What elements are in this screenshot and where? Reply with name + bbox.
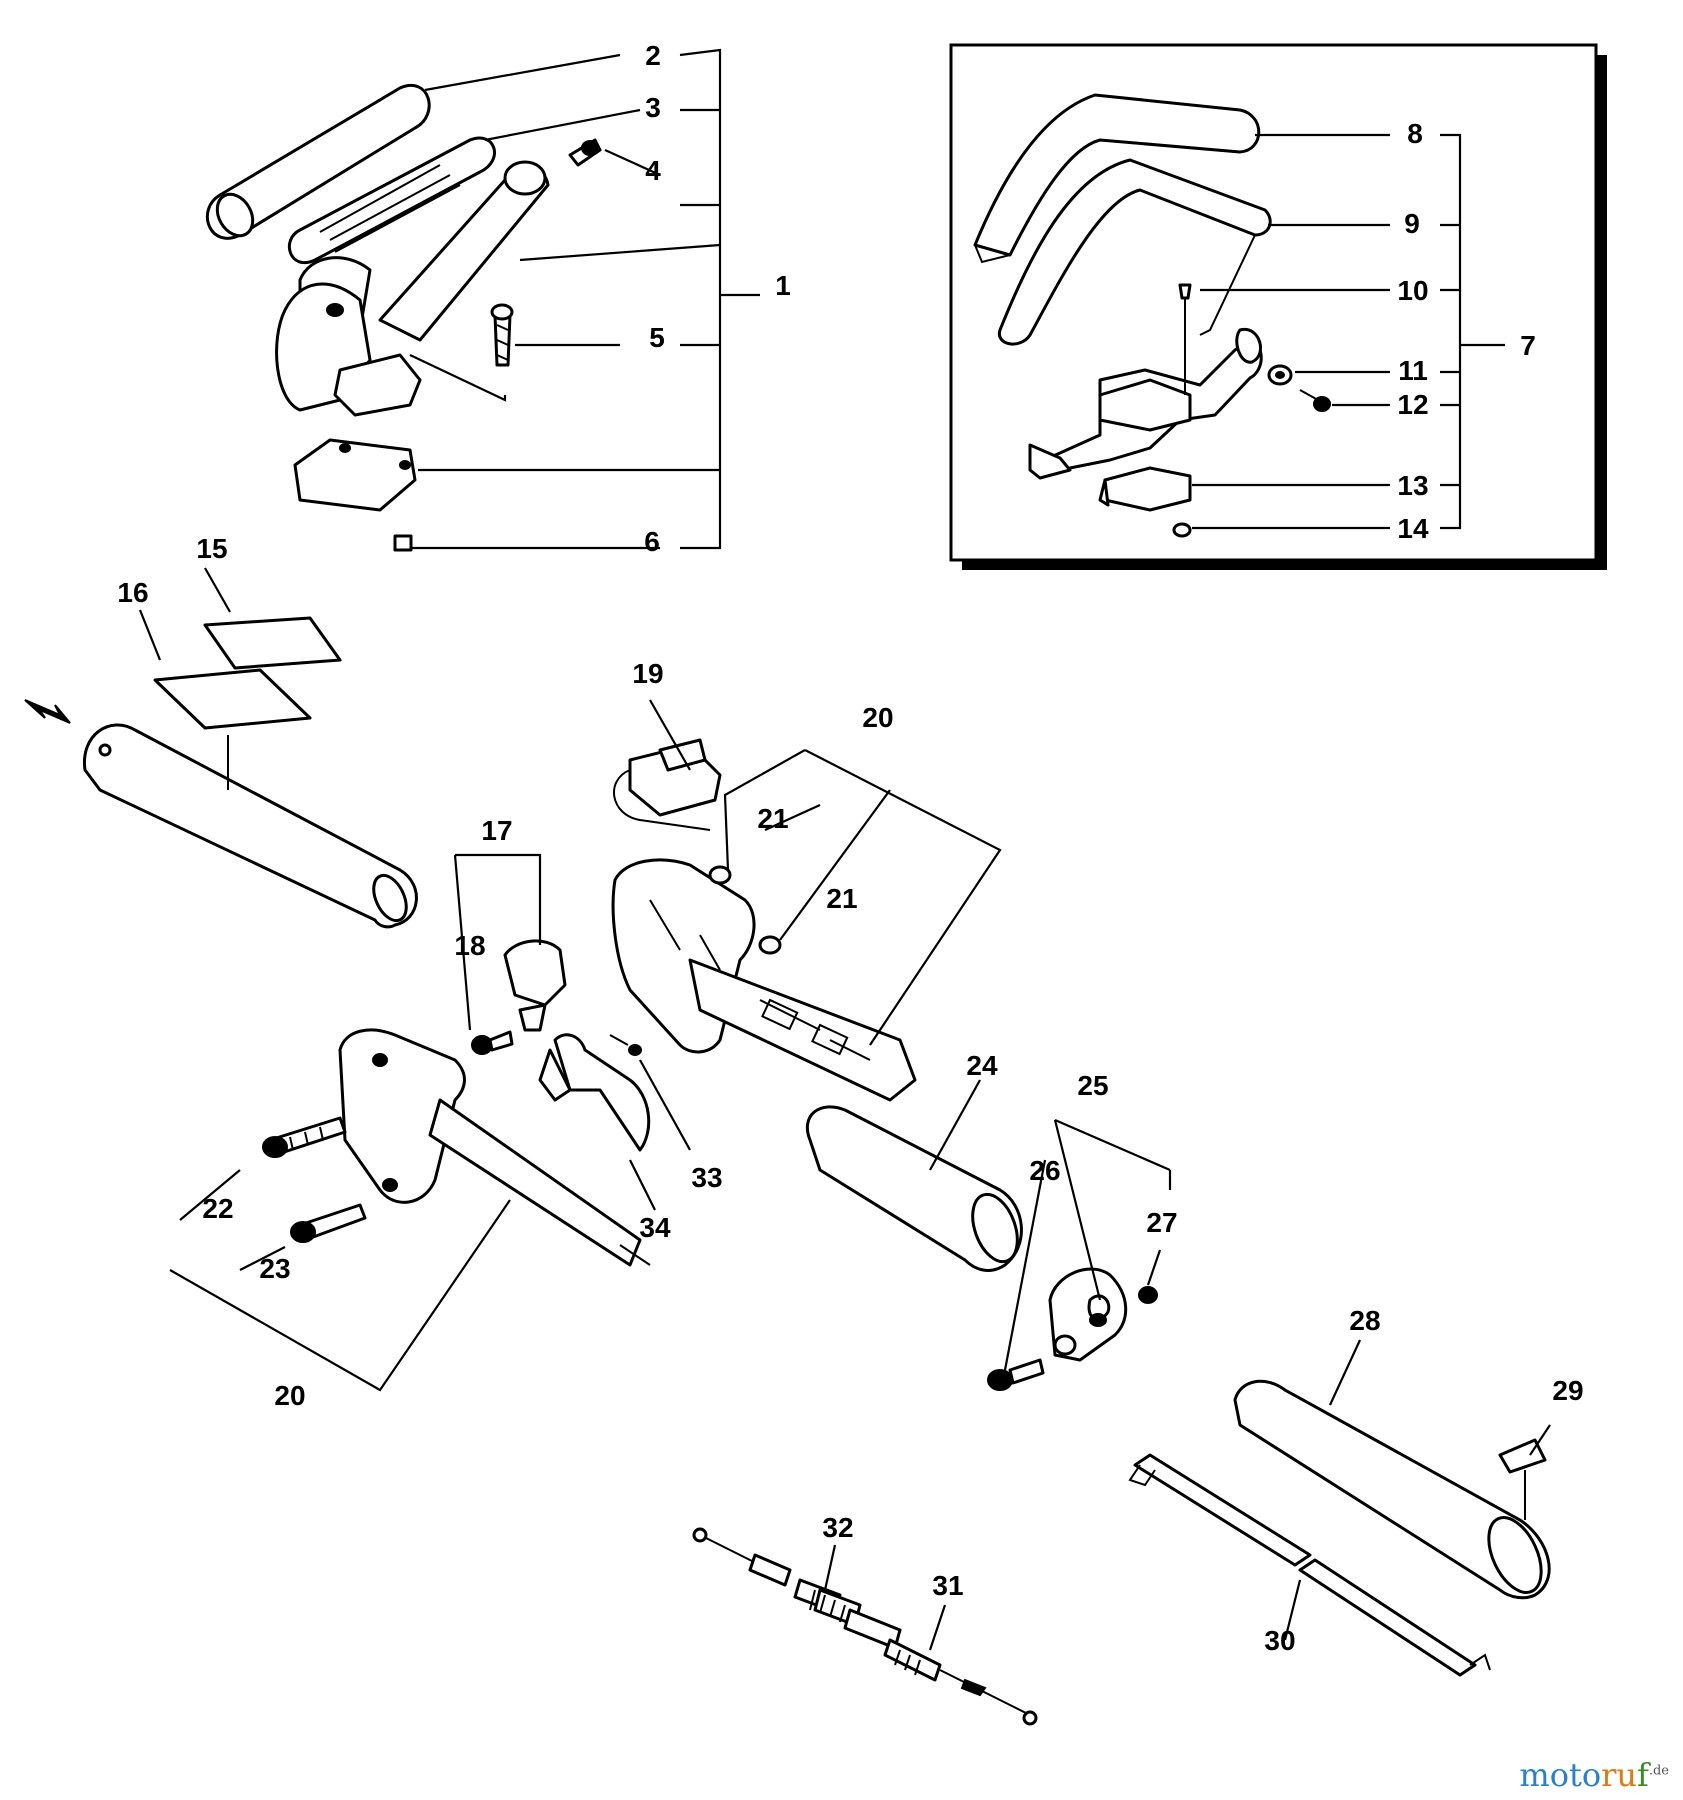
grip-sleeve xyxy=(205,84,431,240)
inset-screw xyxy=(1299,389,1331,412)
watermark-part2: ru xyxy=(1601,1756,1637,1794)
callout-34: 34 xyxy=(639,1212,671,1243)
decal-16 xyxy=(153,668,312,730)
callout-33: 33 xyxy=(691,1162,722,1193)
callout-25: 25 xyxy=(1077,1070,1108,1101)
cable-leaders xyxy=(823,1544,947,1651)
lower-tube-28 xyxy=(1233,1379,1551,1600)
callout-7: 7 xyxy=(1520,330,1536,361)
inset-handle-bracket xyxy=(1028,283,1263,512)
callout-21-left: 21 xyxy=(757,803,788,834)
handle-bolt-top xyxy=(568,138,602,167)
handle-clamp-upper xyxy=(333,353,422,417)
throttle-cable xyxy=(692,1527,1038,1726)
callout-labels: 1 2 3 4 5 6 7 8 9 10 11 12 13 14 15 16 1… xyxy=(117,40,1583,1656)
handle-housing-right xyxy=(611,858,917,1102)
throttle-housing-left xyxy=(338,1028,466,1204)
spring-33 xyxy=(609,1034,642,1056)
watermark-part1: moto xyxy=(1519,1756,1602,1794)
clamp-25 xyxy=(1048,1267,1128,1362)
drive-shaft-30 xyxy=(1128,1453,1491,1677)
callout-23: 23 xyxy=(259,1253,290,1284)
callout-6: 6 xyxy=(644,526,660,557)
callout-31: 31 xyxy=(932,1570,963,1601)
callout-11: 11 xyxy=(1398,355,1428,386)
callout-4: 4 xyxy=(645,155,661,186)
handle-bolt-long xyxy=(490,303,514,367)
inset-nut xyxy=(1172,522,1192,538)
bolt-23 xyxy=(290,1203,367,1243)
nut-27 xyxy=(1138,1286,1158,1304)
inset-washer xyxy=(1267,364,1293,386)
callout-20-top: 20 xyxy=(862,702,893,733)
clamp-17 xyxy=(503,939,567,1032)
callout-14: 14 xyxy=(1397,513,1429,544)
callout-29: 29 xyxy=(1552,1375,1583,1406)
callout-9: 9 xyxy=(1404,208,1420,239)
inset-loop-handle-grip xyxy=(973,93,1261,264)
nut-21a xyxy=(708,865,732,885)
screw-26 xyxy=(987,1358,1045,1391)
callout-8: 8 xyxy=(1407,118,1423,149)
grip-clamp-leaders xyxy=(929,1079,1172,1371)
callout-2: 2 xyxy=(645,40,661,71)
switch-19 xyxy=(613,738,722,831)
callout-3: 3 xyxy=(645,92,661,123)
decal-leaders xyxy=(138,567,231,661)
inset-loop-handle-bar xyxy=(997,158,1272,346)
throttle-leaders xyxy=(169,853,691,1392)
inset-leaders xyxy=(1192,133,1505,530)
callout-1: 1 xyxy=(775,270,791,301)
callout-18: 18 xyxy=(454,930,485,961)
top-left-leaders xyxy=(409,48,760,550)
upper-shaft-tube xyxy=(24,699,418,929)
callout-30: 30 xyxy=(1264,1625,1295,1656)
callout-20-bottom: 20 xyxy=(274,1380,305,1411)
nut-21b xyxy=(758,935,782,955)
watermark-suffix: .de xyxy=(1648,1763,1669,1779)
throttle-tube xyxy=(428,1098,651,1267)
callout-10: 10 xyxy=(1397,275,1428,306)
handle-clamp-lower xyxy=(293,438,417,512)
right-housing-leaders xyxy=(649,699,1002,1046)
bolt-22 xyxy=(262,1116,347,1158)
callout-27: 27 xyxy=(1146,1207,1177,1238)
grip-foam xyxy=(287,136,496,264)
callout-19: 19 xyxy=(632,658,663,689)
callout-32: 32 xyxy=(822,1512,853,1543)
callout-24: 24 xyxy=(966,1050,998,1081)
callout-28: 28 xyxy=(1349,1305,1380,1336)
callout-5: 5 xyxy=(649,322,665,353)
handle-nut xyxy=(393,534,413,552)
callout-16: 16 xyxy=(117,577,148,608)
grip-24 xyxy=(806,1105,1023,1272)
callout-26: 26 xyxy=(1029,1155,1060,1186)
callout-21-right: 21 xyxy=(826,883,857,914)
lower-tube-leaders xyxy=(1283,1339,1551,1641)
callout-13: 13 xyxy=(1397,470,1428,501)
decal-15 xyxy=(203,616,342,670)
decal-29 xyxy=(1498,1438,1547,1474)
callout-12: 12 xyxy=(1397,389,1428,420)
watermark-logo: motoruf.de xyxy=(1519,1756,1669,1794)
callout-15: 15 xyxy=(196,533,227,564)
throttle-lever xyxy=(538,1033,651,1152)
callout-22: 22 xyxy=(202,1193,233,1224)
callout-17: 17 xyxy=(481,815,512,846)
screw-18 xyxy=(471,1030,514,1055)
watermark-part3: f xyxy=(1637,1756,1649,1794)
